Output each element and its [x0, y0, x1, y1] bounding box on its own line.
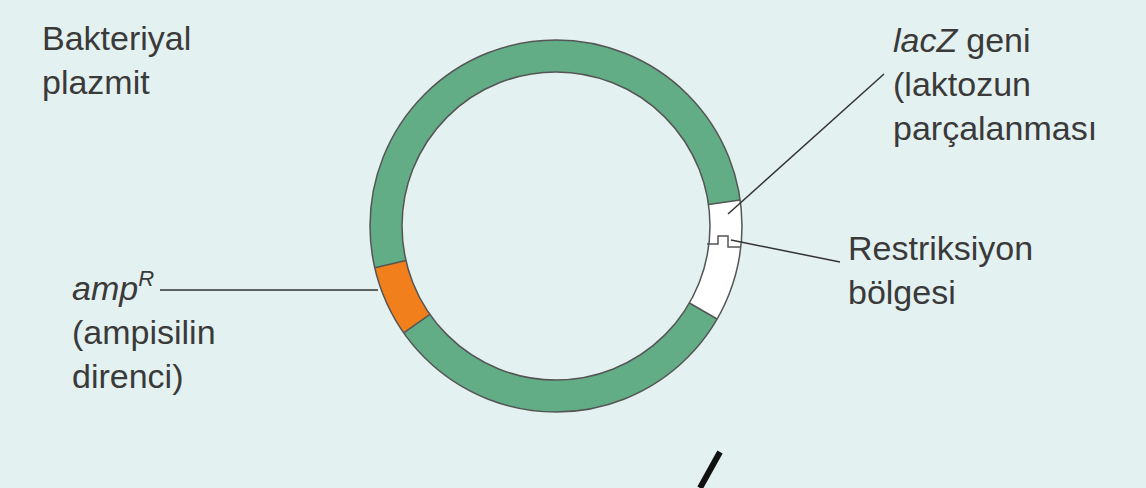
segment-border [404, 314, 430, 332]
segment-border [689, 303, 717, 319]
segment-border [709, 200, 741, 205]
gene-name: lacZ [893, 21, 957, 59]
ampr-segment [390, 264, 416, 323]
gene-label-group: lacZgeni(laktozun parçalanması [893, 18, 1138, 150]
gene-description: (ampisilin direnci) [72, 310, 272, 398]
leader-line [728, 74, 884, 214]
arrow-stub [700, 452, 720, 488]
gene-description: (laktozun parçalanması [893, 62, 1138, 150]
segment-border [375, 261, 406, 268]
diagram-title-label: Bakteriyal plazmit [42, 16, 262, 104]
leader-line [160, 289, 378, 291]
site-label: Restriksiyon bölgesi [848, 226, 1078, 314]
ring-outline [370, 40, 742, 412]
gene-label-row: lacZgeni [893, 18, 1138, 62]
gene-label-row: ampR [72, 266, 154, 310]
plasmid-ring [386, 56, 726, 396]
gene-word: geni [966, 21, 1030, 59]
ring-outline [402, 72, 710, 380]
gene-superscript: R [138, 266, 154, 291]
gene-name: amp [72, 269, 138, 307]
leader-line [731, 240, 840, 262]
